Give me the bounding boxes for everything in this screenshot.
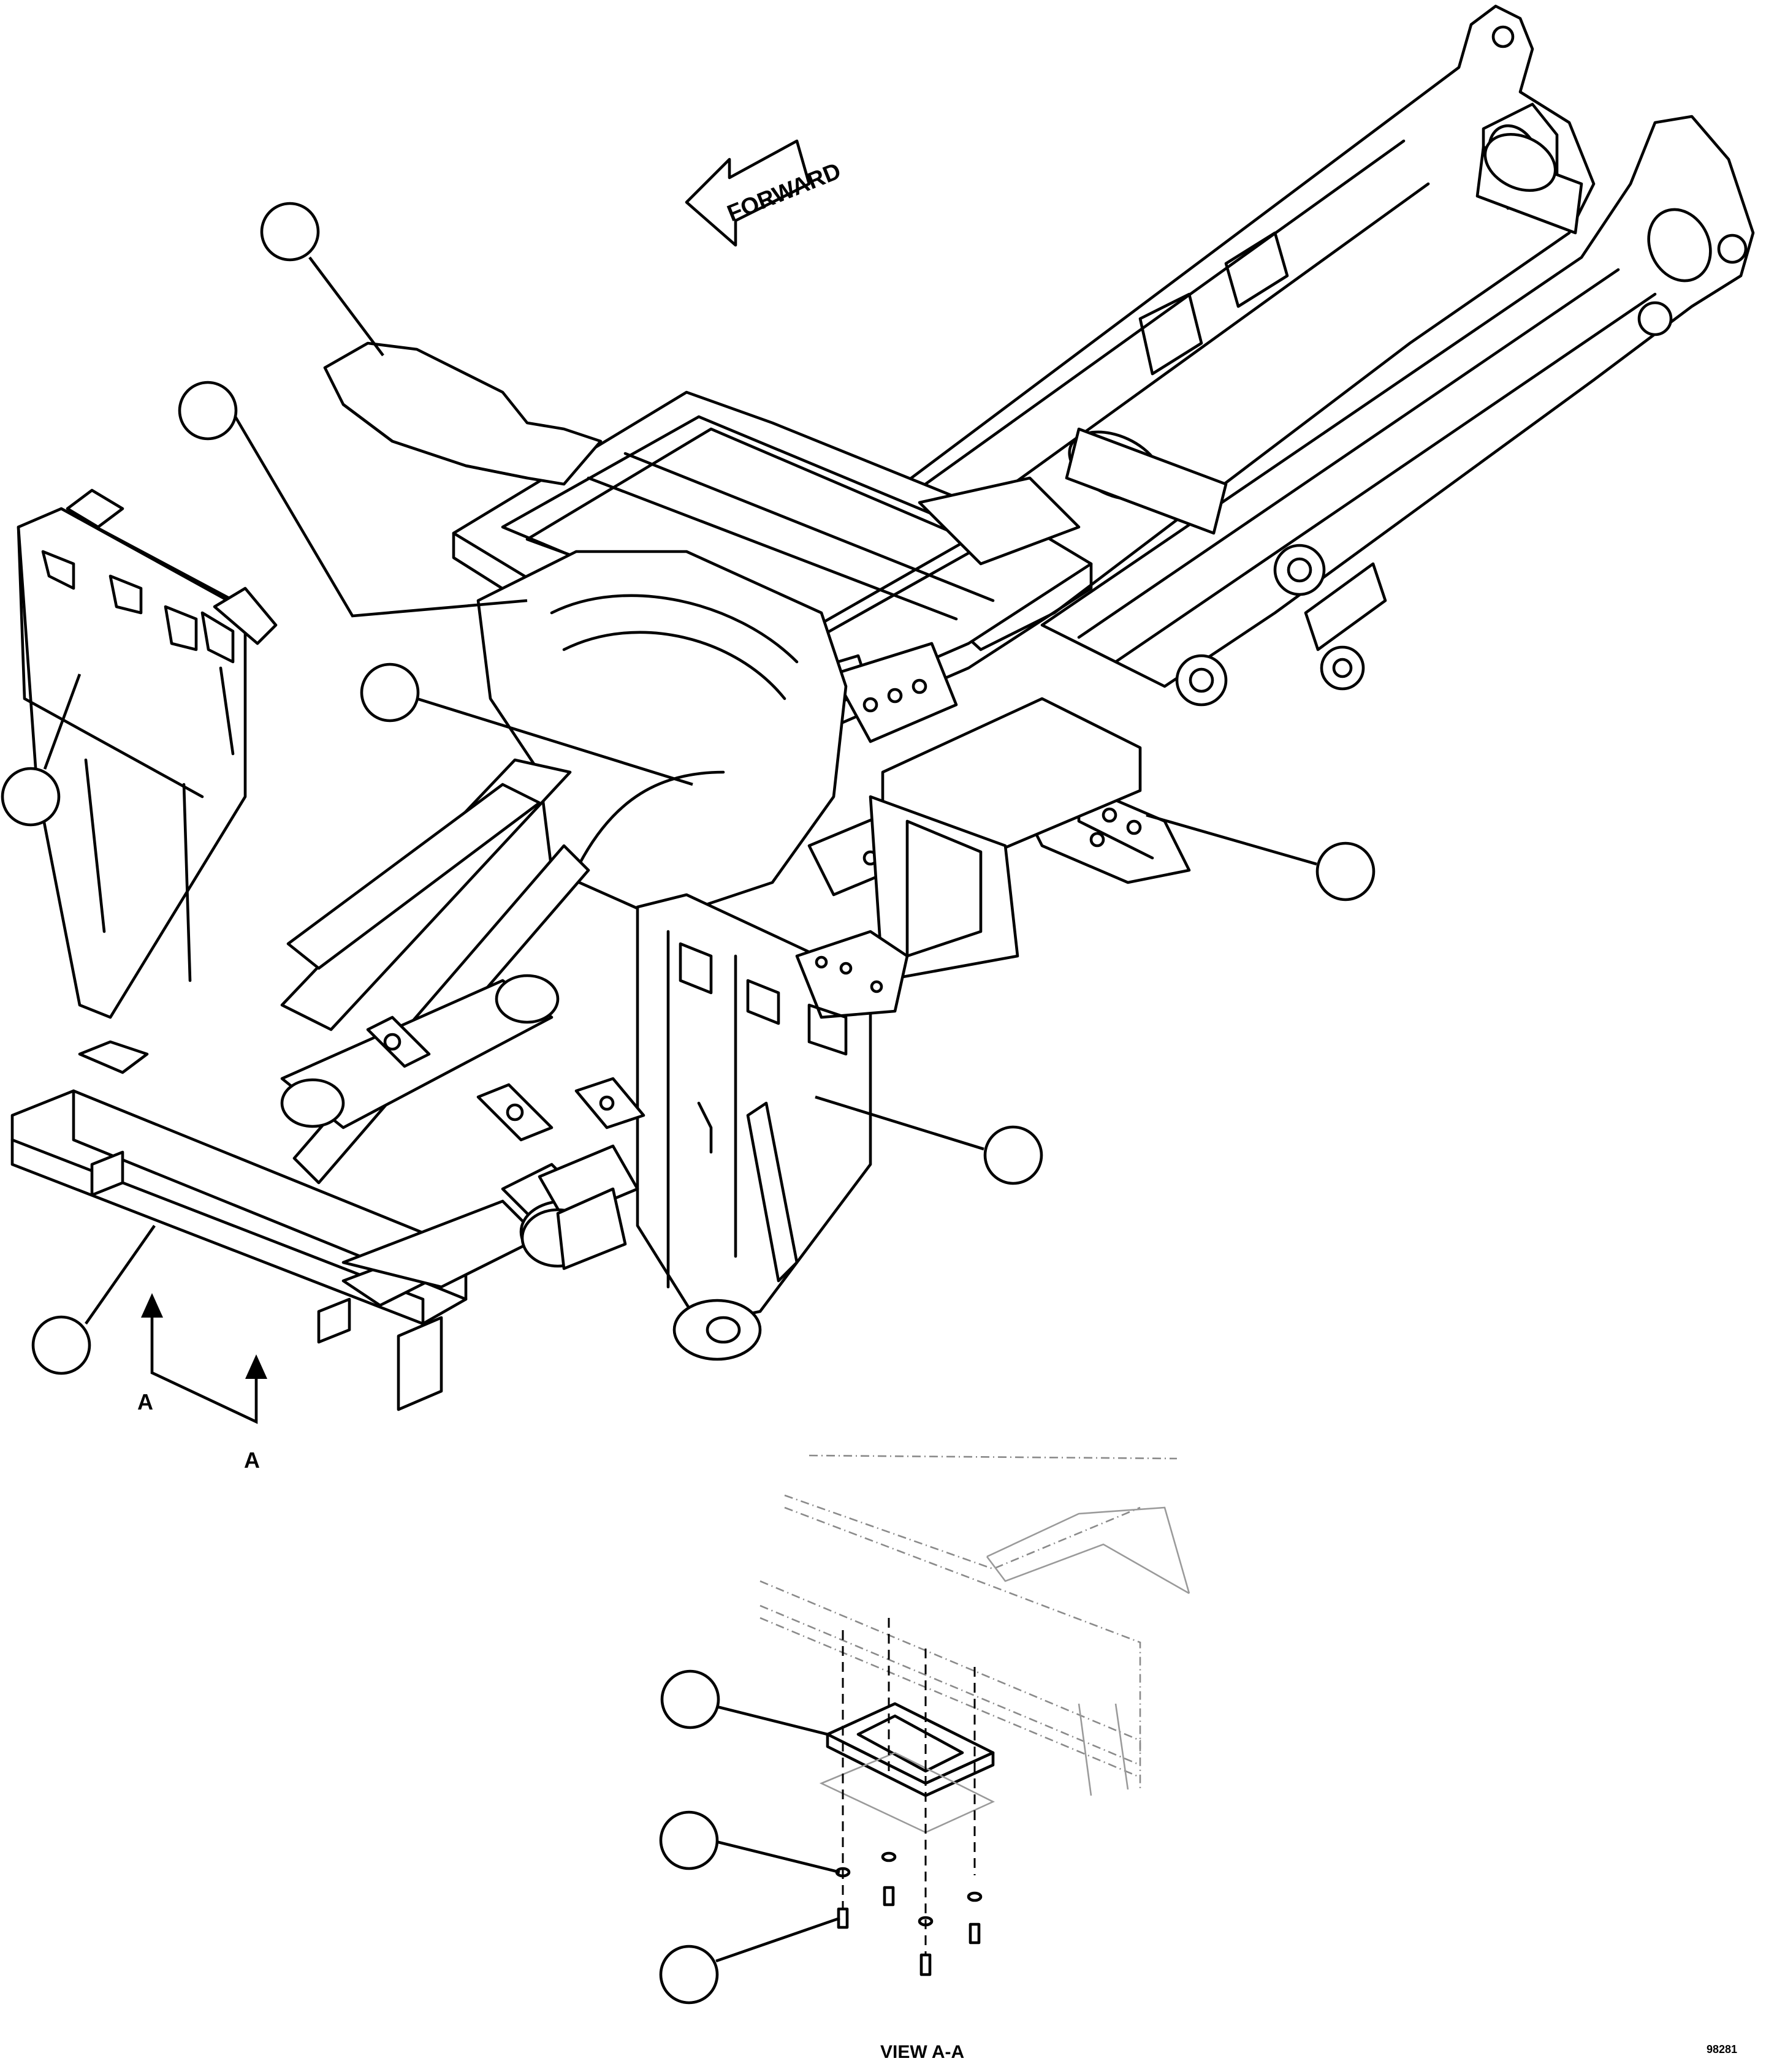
section-arrows: A A bbox=[137, 1293, 267, 1473]
view-aa-label: VIEW A-A bbox=[880, 2042, 964, 2062]
cross-tube bbox=[1065, 132, 1583, 535]
callout-3 bbox=[1, 767, 61, 827]
callout-4 bbox=[360, 662, 420, 723]
callouts bbox=[1, 202, 1376, 2005]
callout-1 bbox=[260, 202, 320, 262]
callout-9 bbox=[659, 1810, 719, 1870]
boom-arm-right bbox=[1040, 115, 1755, 707]
left-panel bbox=[17, 488, 278, 1019]
lower-wheel-cylinder bbox=[520, 1187, 627, 1270]
drawing-number: 98281 bbox=[1707, 2043, 1737, 2055]
callout-2 bbox=[178, 381, 238, 441]
callout-7 bbox=[31, 1315, 91, 1375]
right-panel bbox=[636, 893, 909, 1361]
main-frame-drawing bbox=[10, 4, 1755, 1411]
callout-8 bbox=[660, 1669, 720, 1729]
right-mount bbox=[807, 697, 1191, 982]
view-aa-detail: VIEW A-A bbox=[759, 1454, 1190, 2062]
callout-5 bbox=[1315, 841, 1376, 901]
section-label-a-1: A bbox=[137, 1389, 153, 1414]
forward-arrow: FORWARD bbox=[685, 139, 845, 247]
notched-top-plate bbox=[323, 341, 603, 486]
callout-6 bbox=[983, 1125, 1043, 1185]
callout-10 bbox=[659, 1945, 719, 2005]
center-bulkhead bbox=[476, 550, 848, 921]
swing-cylinder bbox=[280, 974, 645, 1142]
section-label-a-2: A bbox=[244, 1448, 260, 1473]
